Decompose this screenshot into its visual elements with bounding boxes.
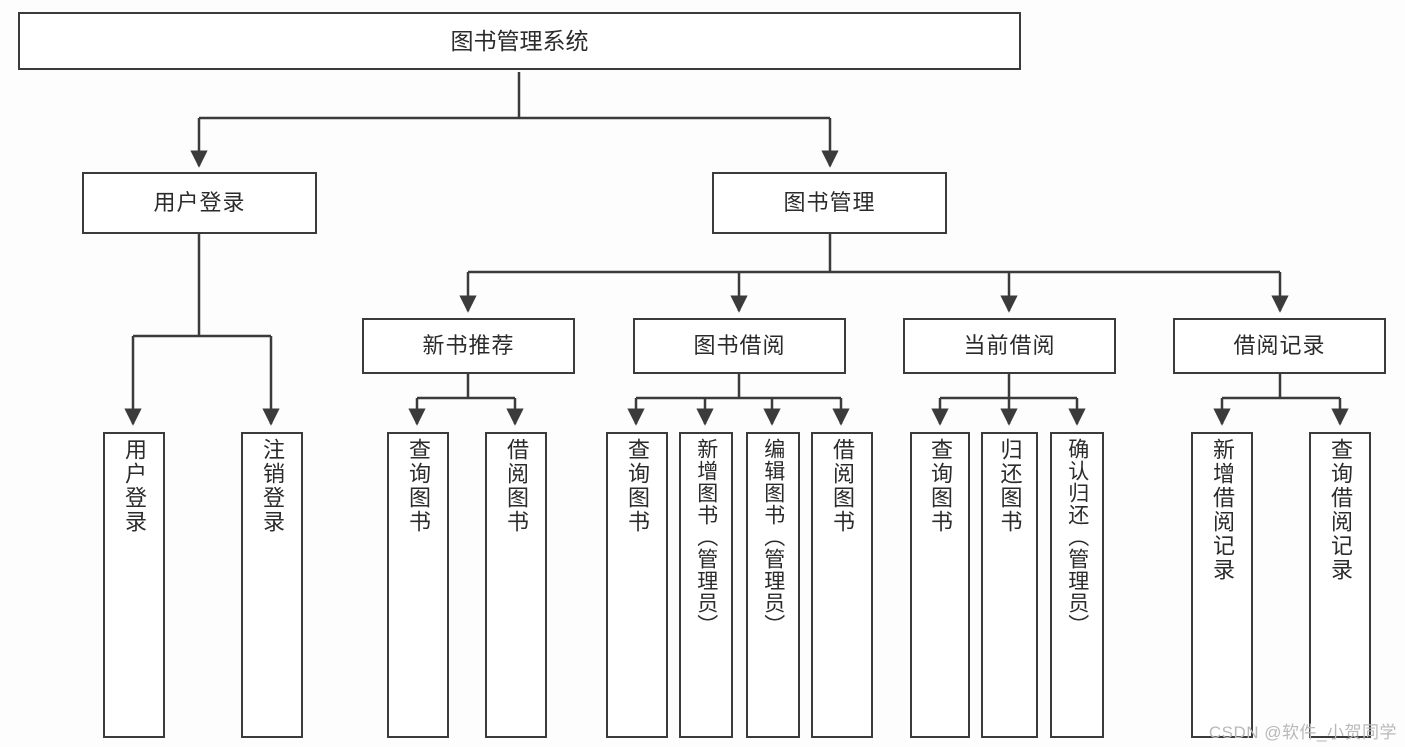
node-leaf-confirm-return-label: 确认归还（管理员） (1065, 438, 1089, 636)
node-borrow-record[interactable]: 借阅记录 (1173, 318, 1386, 374)
node-leaf-edit-book[interactable]: 编辑图书（管理员） (746, 432, 800, 738)
node-new-book-recommend[interactable]: 新书推荐 (362, 318, 575, 374)
node-leaf-query-record-label: 查询借阅记录 (1327, 438, 1353, 582)
node-user-login-label: 用户登录 (153, 190, 246, 216)
node-leaf-borrow-book-1[interactable]: 借阅图书 (485, 432, 547, 738)
node-leaf-borrow-book-1-label: 借阅图书 (503, 438, 529, 534)
node-leaf-query-record[interactable]: 查询借阅记录 (1309, 432, 1371, 738)
node-leaf-add-book-label: 新增图书（管理员） (694, 438, 718, 636)
watermark: CSDN @软件_小贺同学 (1208, 723, 1397, 742)
node-leaf-query-book-3-label: 查询图书 (927, 438, 953, 534)
node-leaf-user-logout[interactable]: 注销登录 (241, 432, 303, 738)
node-current-borrow[interactable]: 当前借阅 (903, 318, 1116, 374)
node-user-login[interactable]: 用户登录 (82, 172, 317, 234)
node-leaf-user-logout-label: 注销登录 (259, 438, 285, 534)
node-leaf-confirm-return[interactable]: 确认归还（管理员） (1050, 432, 1104, 738)
node-leaf-add-book[interactable]: 新增图书（管理员） (679, 432, 733, 738)
node-leaf-add-record[interactable]: 新增借阅记录 (1191, 432, 1253, 738)
node-borrow-record-label: 借阅记录 (1233, 333, 1326, 359)
node-leaf-edit-book-label: 编辑图书（管理员） (761, 438, 785, 636)
node-leaf-query-book-3[interactable]: 查询图书 (910, 432, 970, 738)
node-leaf-user-login[interactable]: 用户登录 (103, 432, 165, 738)
node-new-book-recommend-label: 新书推荐 (422, 333, 515, 359)
node-book-manage[interactable]: 图书管理 (712, 172, 947, 234)
node-book-borrow[interactable]: 图书借阅 (633, 318, 846, 374)
node-current-borrow-label: 当前借阅 (963, 333, 1056, 359)
node-leaf-query-book-1-label: 查询图书 (405, 438, 431, 534)
node-leaf-add-record-label: 新增借阅记录 (1209, 438, 1235, 582)
node-root[interactable]: 图书管理系统 (18, 12, 1021, 70)
node-leaf-return-book[interactable]: 归还图书 (981, 432, 1038, 738)
node-book-borrow-label: 图书借阅 (693, 333, 786, 359)
node-leaf-query-book-2-label: 查询图书 (624, 438, 650, 534)
node-leaf-user-login-label: 用户登录 (121, 438, 147, 534)
node-root-label: 图书管理系统 (450, 27, 589, 54)
node-book-manage-label: 图书管理 (783, 190, 876, 216)
node-leaf-query-book-1[interactable]: 查询图书 (387, 432, 449, 738)
node-leaf-query-book-2[interactable]: 查询图书 (606, 432, 668, 738)
node-leaf-borrow-book-2-label: 借阅图书 (829, 438, 855, 534)
node-leaf-borrow-book-2[interactable]: 借阅图书 (811, 432, 873, 738)
node-leaf-return-book-label: 归还图书 (997, 438, 1023, 534)
